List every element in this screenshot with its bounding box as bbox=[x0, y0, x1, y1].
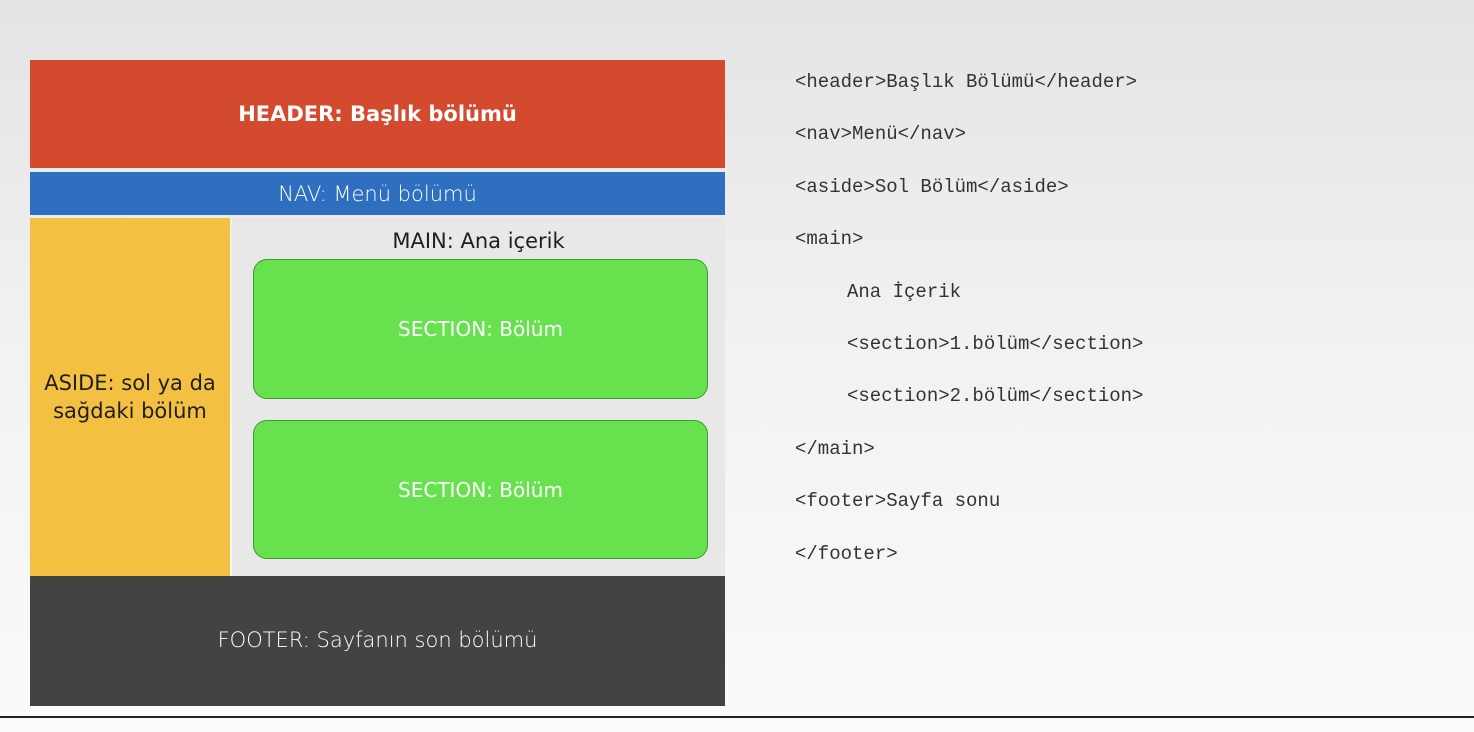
code-line-main-text: Ana İçerik bbox=[847, 280, 962, 303]
html5-layout-diagram: HEADER: Başlık bölümü NAV: Menü bölümü A… bbox=[30, 60, 725, 706]
code-line-footer-close: </footer> bbox=[795, 542, 898, 565]
section-block-1: SECTION: Bölüm bbox=[253, 259, 708, 399]
code-line-nav: <nav>Menü</nav> bbox=[795, 123, 967, 146]
code-line-section-2: <section>2.bölüm</section> bbox=[847, 385, 1144, 408]
section-block-2: SECTION: Bölüm bbox=[253, 420, 708, 559]
main-label: MAIN: Ana içerik bbox=[392, 229, 565, 253]
nav-block: NAV: Menü bölümü bbox=[30, 172, 725, 215]
code-listing: <header>Başlık Bölümü</header> <nav>Menü… bbox=[795, 64, 1143, 588]
aside-block: ASIDE: sol ya da sağdaki bölüm bbox=[30, 218, 230, 576]
code-line-footer-open: <footer>Sayfa sonu bbox=[795, 490, 1001, 513]
footer-block: FOOTER: Sayfanın son bölümü bbox=[30, 576, 725, 706]
header-block: HEADER: Başlık bölümü bbox=[30, 60, 725, 168]
bottom-divider bbox=[0, 716, 1474, 718]
code-line-aside: <aside>Sol Bölüm</aside> bbox=[795, 175, 1069, 198]
code-line-section-1: <section>1.bölüm</section> bbox=[847, 332, 1144, 355]
main-block: MAIN: Ana içerik SECTION: Bölüm SECTION:… bbox=[232, 218, 725, 576]
code-line-main-close: </main> bbox=[795, 437, 875, 460]
code-line-header: <header>Başlık Bölümü</header> bbox=[795, 71, 1138, 93]
code-line-main-open: <main> bbox=[795, 228, 864, 251]
